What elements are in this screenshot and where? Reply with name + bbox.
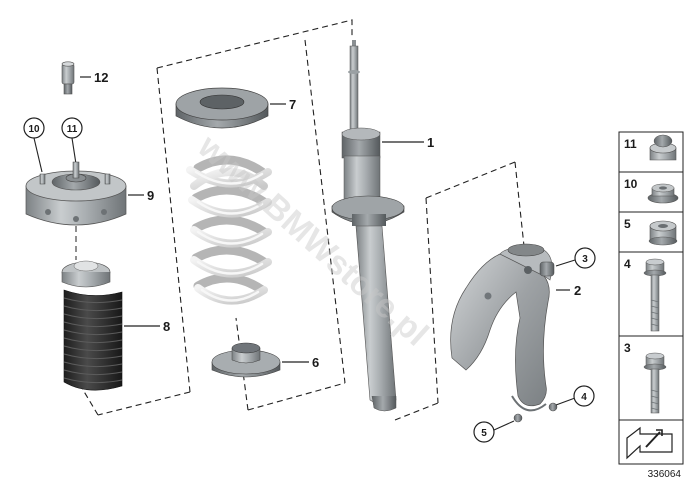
callout-1: 1 bbox=[427, 135, 434, 150]
part-6-lower-seat: 6 bbox=[211, 342, 319, 378]
assembly-frame-arm bbox=[394, 161, 525, 421]
part-7-spring-seat: 7 bbox=[175, 87, 296, 129]
callout-2: 2 bbox=[574, 283, 581, 298]
hex-nut-icon bbox=[648, 220, 678, 246]
callout-12: 12 bbox=[94, 70, 108, 85]
svg-text:3: 3 bbox=[582, 254, 588, 265]
svg-text:10: 10 bbox=[624, 177, 638, 191]
legend-item-4: 4 bbox=[618, 251, 684, 337]
circled-callout-4: 4 bbox=[555, 385, 595, 407]
circled-callout-3: 3 bbox=[555, 247, 596, 269]
svg-text:10: 10 bbox=[28, 124, 40, 135]
callout-9: 9 bbox=[147, 188, 154, 203]
callout-7: 7 bbox=[289, 97, 296, 112]
nut-cap-icon bbox=[649, 134, 677, 161]
svg-text:11: 11 bbox=[67, 124, 78, 135]
circled-callout-5: 5 bbox=[473, 420, 515, 443]
part-2-bracket: 2 bbox=[450, 243, 581, 423]
coil-spring bbox=[186, 155, 272, 305]
part-12-pin: 12 bbox=[61, 61, 108, 95]
legend-item-5: 5 bbox=[618, 211, 684, 253]
svg-text:3: 3 bbox=[624, 341, 631, 355]
svg-text:4: 4 bbox=[581, 392, 587, 403]
part-8-bellows: 8 bbox=[61, 260, 170, 391]
circled-callout-10: 10 bbox=[23, 117, 45, 173]
svg-text:5: 5 bbox=[481, 428, 487, 439]
callout-8: 8 bbox=[163, 319, 170, 334]
svg-text:11: 11 bbox=[624, 137, 637, 151]
svg-text:4: 4 bbox=[624, 257, 631, 271]
reference-number: 336064 bbox=[648, 469, 682, 480]
short-bolt-icon bbox=[643, 352, 667, 414]
long-bolt-icon bbox=[643, 258, 667, 332]
legend-item-10: 10 bbox=[618, 171, 684, 213]
legend-item-11: 11 bbox=[618, 131, 684, 173]
flange-nut-icon bbox=[647, 183, 679, 204]
callout-6: 6 bbox=[312, 355, 319, 370]
svg-text:5: 5 bbox=[624, 217, 631, 231]
legend-panel: 11 10 5 bbox=[618, 131, 684, 480]
part-9-strut-mount: 9 bbox=[25, 161, 154, 226]
legend-item-direction bbox=[618, 419, 684, 465]
legend-item-3: 3 bbox=[618, 335, 684, 421]
part-1-strut: 1 bbox=[331, 40, 434, 412]
direction-arrow-icon bbox=[626, 426, 673, 460]
circled-callout-11: 11 bbox=[61, 117, 83, 165]
